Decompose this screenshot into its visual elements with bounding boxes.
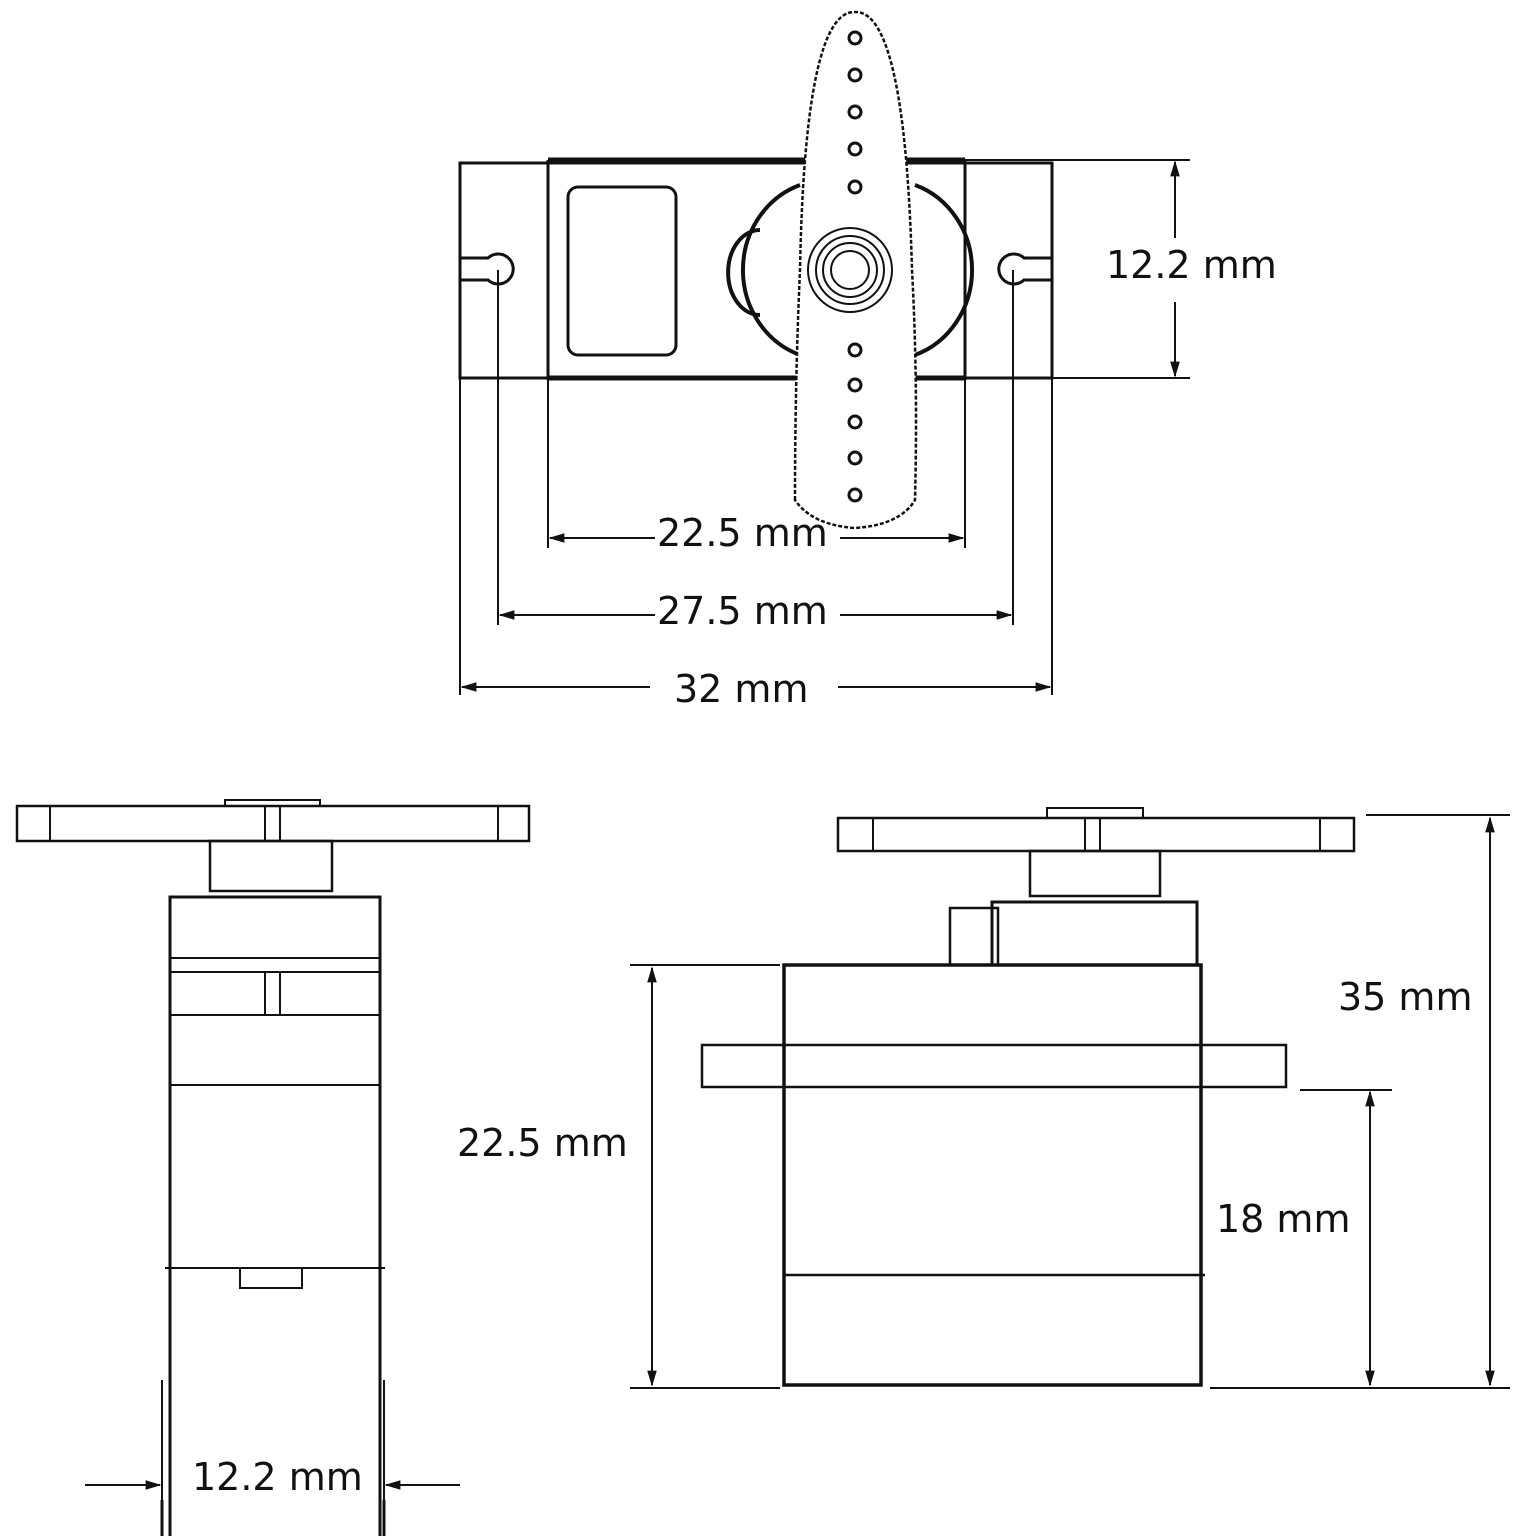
label-window <box>566 185 678 357</box>
front-view <box>15 799 531 1536</box>
servo-body-front <box>168 895 382 1536</box>
top-overall-width-dimension: 32 mm <box>674 667 809 711</box>
top-height-dimension: 12.2 mm <box>1106 243 1277 287</box>
mount-hole-left <box>460 252 515 286</box>
front-width-dimension: 12.2 mm <box>192 1455 363 1499</box>
top-hole-spacing-dimension: 27.5 mm <box>657 589 828 633</box>
horn-side-2 <box>836 816 1356 853</box>
mount-tab <box>700 1043 1288 1089</box>
side-view <box>630 807 1510 1389</box>
side-overall-height-dimension: 35 mm <box>1338 975 1473 1019</box>
mount-hole-right <box>997 252 1052 286</box>
side-body-height-dimension: 22.5 mm <box>457 1121 628 1165</box>
top-view <box>458 10 1190 695</box>
side-tab-height-dimension: 18 mm <box>1216 1197 1351 1241</box>
top-body-width-dimension: 22.5 mm <box>657 511 828 555</box>
servo-body-side <box>782 963 1203 1387</box>
horn-side <box>15 804 531 843</box>
servo-horn <box>793 10 918 530</box>
